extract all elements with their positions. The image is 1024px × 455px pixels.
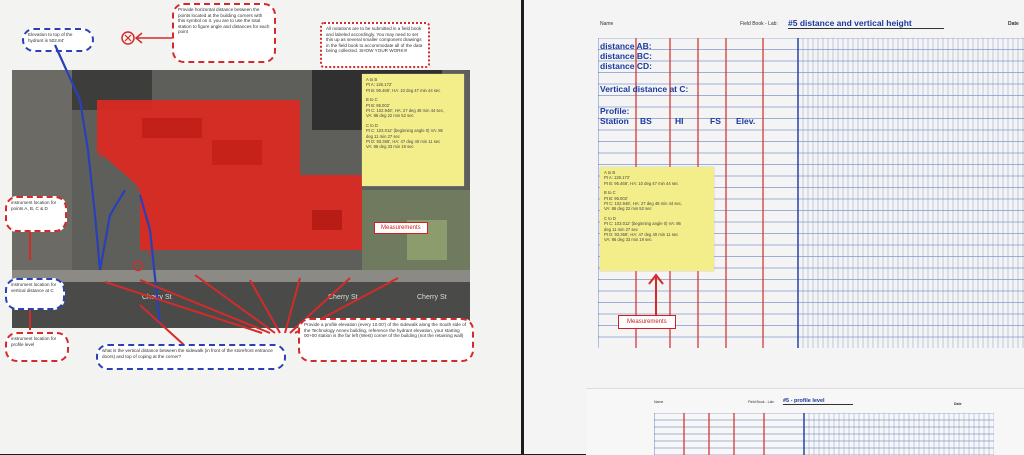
note-line: C to D bbox=[366, 122, 378, 128]
note-line: A to B bbox=[604, 170, 616, 175]
note-line: Pt B: 95.468', HA: 10 deg 47 min 44 sec bbox=[604, 180, 679, 186]
note-line: Pt A: 126.172' bbox=[366, 82, 392, 88]
marker-c bbox=[136, 181, 148, 193]
note-line: Pt C: 102.948', HA: 27 deg 48 min 44 sec… bbox=[604, 201, 683, 207]
grid-paper bbox=[654, 413, 994, 455]
measurements-tag: Measurements bbox=[374, 222, 428, 234]
distance-bc-label: distance BC: bbox=[600, 51, 652, 61]
note-line: B to C bbox=[604, 190, 616, 196]
column-bs: BS bbox=[640, 116, 652, 126]
note-line: B to C bbox=[366, 97, 378, 103]
symbol-callout: Provide horizontal distance between the … bbox=[172, 3, 276, 63]
note-line: Pt B: 95.002' bbox=[366, 102, 390, 108]
point-label-d: D bbox=[148, 248, 154, 257]
date-label: Date bbox=[1008, 21, 1019, 27]
note-line: deg 11 min 27 sec bbox=[604, 226, 638, 232]
note-line: VA: 86 deg 33 min 19 sec bbox=[366, 144, 414, 150]
instrument-points-text: instrument location for points A, B, C &… bbox=[11, 200, 57, 211]
note-line: Pt A: 126.172' bbox=[604, 175, 630, 181]
column-elev: Elev. bbox=[736, 116, 756, 126]
measurements-tag: Measurements bbox=[618, 315, 676, 329]
notations-callout: All notations are to be submitted in a f… bbox=[320, 22, 430, 68]
column-fs: FS bbox=[710, 116, 721, 126]
notations-note-text: All notations are to be submitted in a f… bbox=[326, 26, 423, 54]
symbol-icon bbox=[121, 31, 174, 45]
note-line: Pt C: 103.012' (beginning angle 0) VA: 8… bbox=[366, 128, 443, 134]
blue-line-c bbox=[98, 189, 126, 271]
note-line: Pt B: 95.002' bbox=[604, 195, 628, 201]
distance-cd-label: distance CD: bbox=[600, 61, 652, 71]
point-label-b: B bbox=[113, 145, 119, 154]
field-book-prefix: Field Book - Lab: bbox=[748, 400, 775, 404]
distance-ab-label: distance AB: bbox=[600, 41, 652, 51]
marker-d bbox=[132, 260, 144, 272]
instrument-vertical-text: instrument location for vertical distanc… bbox=[11, 282, 57, 293]
note-line: Pt C: 102.948', HA: 27 deg 48 min 44 sec… bbox=[366, 108, 445, 114]
page-title: #5 distance and vertical height bbox=[788, 18, 944, 29]
measurements-note: A to B Pt A: 126.172' Pt B: 95.468', HA:… bbox=[600, 167, 714, 271]
instrument-points-callout: instrument location for points A, B, C &… bbox=[5, 196, 67, 232]
marker-a bbox=[96, 114, 108, 126]
distance-labels: distance AB: distance BC: distance CD: bbox=[600, 41, 652, 71]
measurements-note: A to B Pt A: 126.172' Pt B: 95.468', HA:… bbox=[362, 74, 464, 186]
note-line: A to B bbox=[366, 77, 378, 82]
instrument-profile-callout: instrument location for profile level bbox=[5, 332, 69, 362]
symbol-note-text: Provide horizontal distance between the … bbox=[178, 7, 270, 35]
blue-line-profile bbox=[138, 194, 162, 326]
vertical-question-callout: what is the vertical distance between th… bbox=[96, 344, 286, 370]
point-label-a: A bbox=[113, 110, 119, 119]
profile-label: Profile: bbox=[600, 106, 630, 116]
note-line: VA: 86 deg 33 min 19 sec bbox=[604, 237, 652, 243]
instrument-profile-text: instrument location for profile level bbox=[11, 336, 57, 347]
arrow-up-icon bbox=[648, 273, 664, 318]
second-field-book-page: Name Field Book - Lab: #5 - profile leve… bbox=[586, 388, 1024, 455]
column-station: Station bbox=[600, 116, 629, 126]
aerial-photo: A B C D Cherry St Cherry St Cherry St A … bbox=[12, 70, 470, 328]
street-label: Cherry St bbox=[417, 294, 447, 301]
street-label: Cherry St bbox=[328, 294, 358, 301]
field-book-page: Name Field Book - Lab: #5 distance and v… bbox=[524, 0, 1024, 455]
blue-line-hydrant bbox=[53, 44, 102, 271]
field-book-prefix: Field Book - Lab: bbox=[740, 21, 778, 27]
note-line: Pt B: 95.468', HA: 10 deg 47 min 44 sec bbox=[366, 87, 441, 93]
note-line: VA: 86 deg 22 min 52 sec bbox=[604, 206, 652, 212]
instrument-vertical-callout: instrument location for vertical distanc… bbox=[5, 278, 65, 310]
note-line: deg 11 min 27 sec bbox=[366, 133, 400, 139]
vertical-distance-label: Vertical distance at C: bbox=[600, 84, 689, 94]
marker-b bbox=[96, 146, 108, 158]
note-line: Pt D: 93.368', HA: 47 deg 40 min 11 sec bbox=[366, 139, 441, 145]
name-label: Name bbox=[654, 400, 664, 404]
note-line: C to D bbox=[604, 215, 616, 221]
annotation-overlay bbox=[29, 44, 399, 356]
elevation-note-text: Elevation to top of the hydrant is 502.8… bbox=[28, 32, 73, 43]
vertical-question-text: what is the vertical distance between th… bbox=[102, 348, 273, 359]
page-title: #5 - profile level bbox=[783, 398, 853, 405]
assignment-sheet: Elevation to top of the hydrant is 502.8… bbox=[0, 0, 521, 454]
name-label: Name bbox=[600, 21, 614, 27]
profile-callout: Provide a profile elevation (every 10.00… bbox=[298, 318, 474, 362]
date-label: Date bbox=[954, 402, 962, 406]
column-hi: HI bbox=[675, 116, 684, 126]
note-line: Pt C: 103.012' (beginning angle 0) VA: 8… bbox=[604, 221, 681, 227]
point-label-c: C bbox=[152, 182, 158, 191]
note-line: VA: 86 deg 22 min 52 sec bbox=[366, 113, 414, 119]
profile-note-text: Provide a profile elevation (every 10.00… bbox=[304, 322, 467, 339]
note-line: Pt D: 93.368', HA: 47 deg 40 min 11 sec bbox=[604, 232, 679, 238]
